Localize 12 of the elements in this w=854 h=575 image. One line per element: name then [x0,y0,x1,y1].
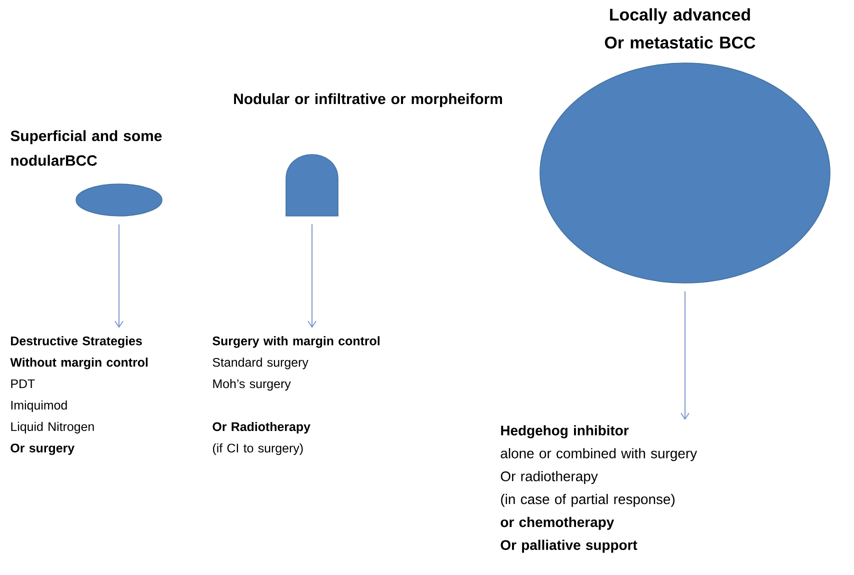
treatment-text: Surgery with margin control Standard surgery Moh’s surgery Or Radiotherapy (if CI to surgery) [212,336,380,455]
arch-shape [286,154,338,216]
treatment-text: Hedgehog inhibitor alone or combined with surgery Or radiotherapy (in case of partial response) or chemotherapy Or palliative support [500,425,698,553]
heading: Locally advanced Or metastatic BCC [604,8,756,49]
heading: Nodular or infiltrative or morpheiform [234,93,502,108]
ellipse-shape [540,62,830,284]
arrow [114,224,124,328]
ellipse-shape [76,184,162,216]
treatment-text: Destructive Strategies Without margin control PDT Imiquimod Liquid Nitrogen Or surgery [10,336,148,455]
heading: Superficial and some nodularBCC [10,130,162,166]
arrow [680,290,690,420]
arrow [308,224,316,328]
